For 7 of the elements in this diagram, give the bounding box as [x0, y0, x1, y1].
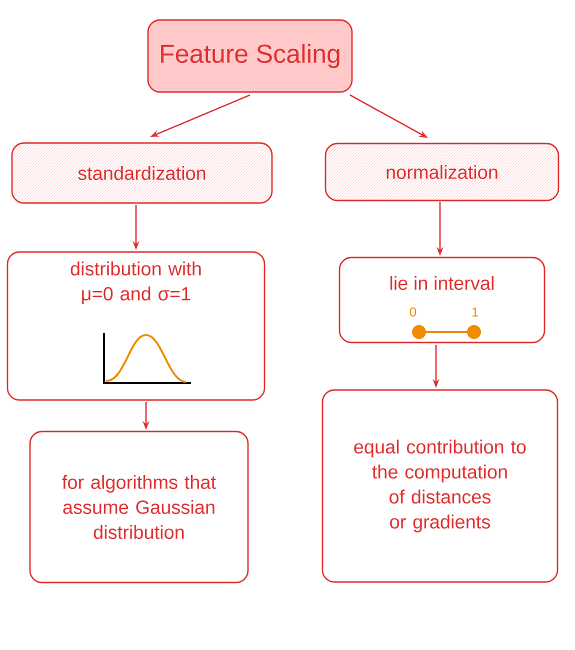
title-box: Feature Scaling — [147, 19, 353, 93]
process-box: for algorithms that assume Gaussian distribution — [29, 430, 249, 584]
process-box: lie in interval 0 1 — [338, 256, 546, 344]
process-box: normalization — [324, 142, 560, 202]
process-box: distribution with μ=0 and σ=1 — [6, 251, 266, 401]
process-box: standardization — [11, 142, 273, 204]
process-box: equal contribution to the computation of distances or gradients — [322, 389, 558, 583]
